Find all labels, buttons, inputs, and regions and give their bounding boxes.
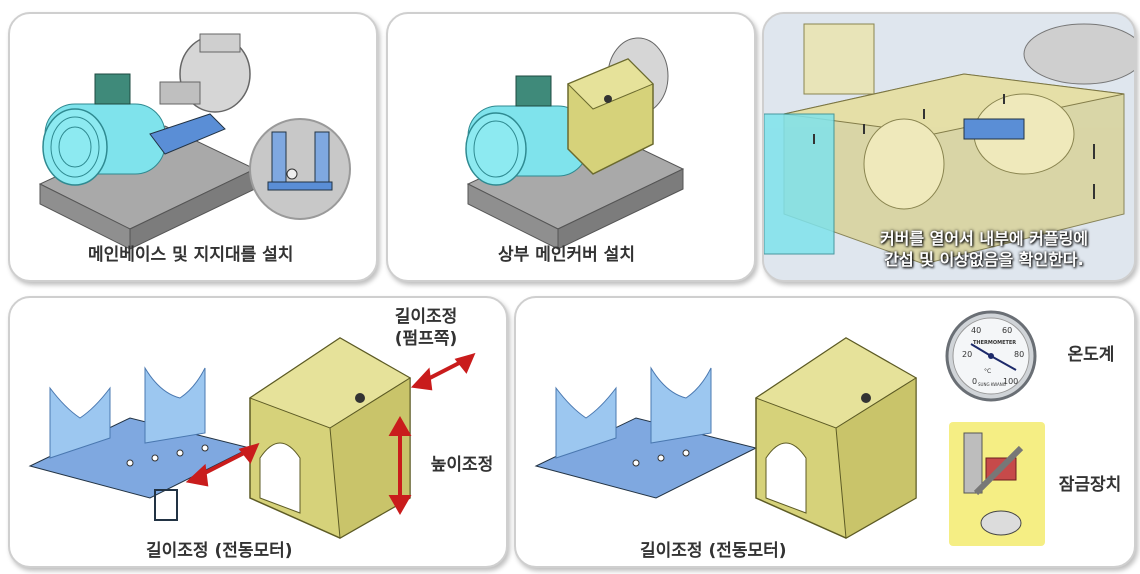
panel-main-cover: 상부 메인커버 설치	[386, 12, 756, 282]
gauge-tick-40: 40	[971, 326, 982, 335]
gauge-tick-0: 0	[972, 377, 978, 386]
gauge-unit: °C	[984, 368, 992, 375]
panel4-caption: 길이조정 (전동모터)	[146, 541, 293, 561]
panel-base-install: 메인베이스 및 지지대를 설치	[8, 12, 378, 282]
label-length-pump-line1: 길이조정	[394, 307, 458, 327]
panel3-overlay-line2: 간섭 및 이상없음을 확인한다.	[884, 250, 1084, 269]
panel3-overlay-line1: 커버를 열어서 내부에 커플링에	[879, 229, 1089, 248]
gauge-tick-20: 20	[962, 350, 973, 359]
label-lock-device: 잠금장치	[1058, 475, 1122, 495]
pump-base-illustration	[38, 33, 351, 250]
cover-accessories-illustration	[534, 310, 1045, 546]
label-height-adjust: 높이조정	[430, 455, 494, 475]
gauge-tick-60: 60	[1002, 326, 1013, 335]
panel-length-adjust: 길이조정 (펌프쪽) 높이조정 길이조정 (전동모터)	[8, 296, 508, 568]
coupling-inspection-illustration	[764, 14, 1134, 280]
length-adjust-illustration	[28, 337, 476, 539]
gauge-maker: SUNG KWANG	[978, 382, 1006, 387]
panel5-caption: 길이조정 (전동모터)	[640, 541, 787, 561]
panel-thermometer-lock: 0 20 40 60 80 100 THERMOMETER °C SUNG KW…	[514, 296, 1136, 568]
panel2-caption: 상부 메인커버 설치	[498, 245, 635, 265]
panel-inspect-coupling: 커버를 열어서 내부에 커플링에 간섭 및 이상없음을 확인한다.	[762, 12, 1136, 282]
label-thermometer: 온도계	[1067, 345, 1115, 365]
gauge-tick-100: 100	[1003, 377, 1019, 386]
gauge-brand: THERMOMETER	[973, 340, 1017, 346]
label-length-pump-line2: (펌프쪽)	[394, 329, 458, 349]
pump-cover-illustration	[465, 37, 685, 250]
gauge-tick-80: 80	[1014, 350, 1025, 359]
panel1-caption: 메인베이스 및 지지대를 설치	[88, 245, 294, 265]
